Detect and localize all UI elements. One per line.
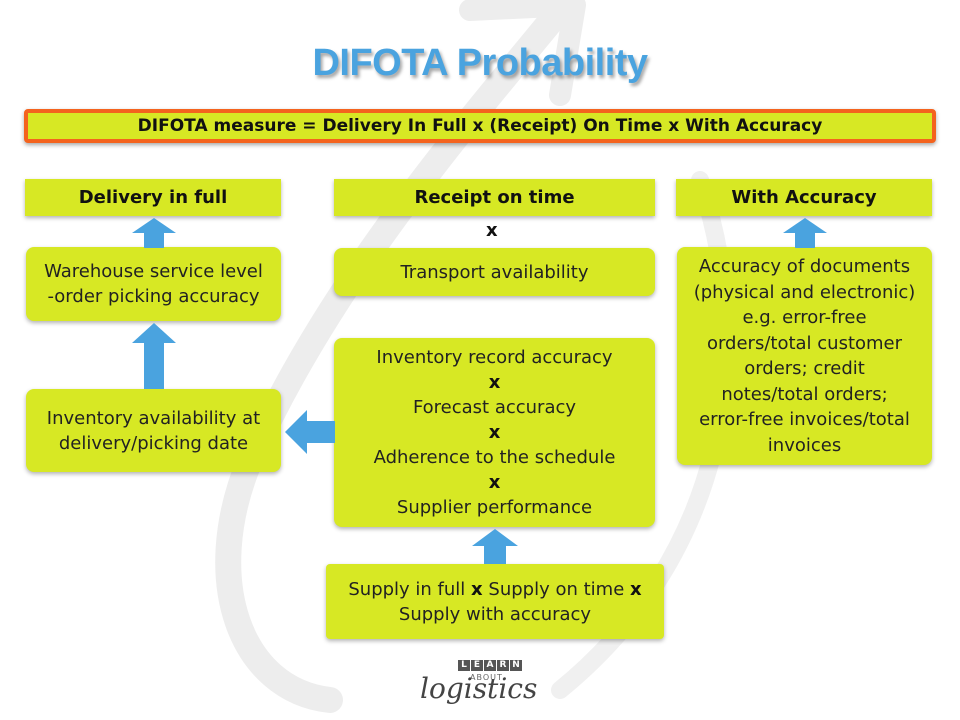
supply-box: Supply in full x Supply on time x Supply… [326,564,664,639]
times-symbol: x [486,220,498,241]
times-symbol: x [488,472,501,493]
box-line: Accuracy of documents [698,256,911,277]
supply-on-time: Supply on time [488,578,625,600]
logo-about: ABOUT [470,673,503,682]
arrow-left-icon [285,410,335,454]
box-line: delivery/picking date [58,432,249,454]
logo-letter: A [484,660,496,671]
box-line: (physical and electronic) [693,281,916,303]
times-symbol: x [488,422,501,443]
box-line: notes/total orders; [721,383,888,405]
header-receipt-on-time: Receipt on time [334,179,655,216]
difota-formula: DIFOTA measure = Delivery In Full x (Rec… [24,109,936,143]
box-line: Forecast accuracy [412,397,577,418]
times-symbol: x [630,578,642,600]
logo-letter: R [497,660,509,671]
box-line: Inventory record accuracy [376,347,613,368]
page-title: DIFOTA Probability [312,42,648,84]
arrow-up-icon [783,218,827,248]
transport-availability-box: Transport availability [334,248,655,296]
supply-in-full: Supply in full [348,578,466,600]
box-line: -order picking accuracy [47,286,260,307]
logo-letter: E [471,660,483,671]
inventory-factors-box: Inventory record accuracy x Forecast acc… [334,338,655,527]
box-line: Transport availability [400,261,589,283]
warehouse-service-level-box: Warehouse service level -order picking a… [26,247,281,321]
supply-with-accuracy: Supply with accuracy [398,603,592,625]
box-line: Adherence to the schedule [373,447,616,468]
arrow-up-icon [472,529,518,564]
learn-about-logistics-logo: L E A R N ABOUT logistics [420,660,544,716]
box-line: Inventory availability at [46,407,261,429]
times-symbol: x [488,372,501,393]
logo-logistics: logistics [420,672,538,705]
box-line: error-free invoices/total [699,409,910,430]
box-line: Supply in full x Supply on time x [348,577,641,602]
header-delivery-in-full: Delivery in full [25,179,281,216]
times-symbol: x [471,578,483,600]
accuracy-of-documents-box: Accuracy of documents (physical and elec… [677,247,932,465]
header-with-accuracy: With Accuracy [676,179,932,216]
logo-letter: L [458,660,470,671]
box-line: Warehouse service level [44,261,263,282]
arrow-up-icon [132,218,176,248]
box-line: Supplier performance [396,497,593,518]
box-line: e.g. error-free [742,307,867,328]
box-line: invoices [767,434,842,456]
arrow-up-icon [132,323,176,389]
logo-letter: N [510,660,522,671]
box-line: orders; credit [744,358,865,379]
inventory-availability-box: Inventory availability at delivery/picki… [26,389,281,472]
box-line: orders/total customer [706,332,903,354]
logo-learn: L E A R N [458,660,522,671]
